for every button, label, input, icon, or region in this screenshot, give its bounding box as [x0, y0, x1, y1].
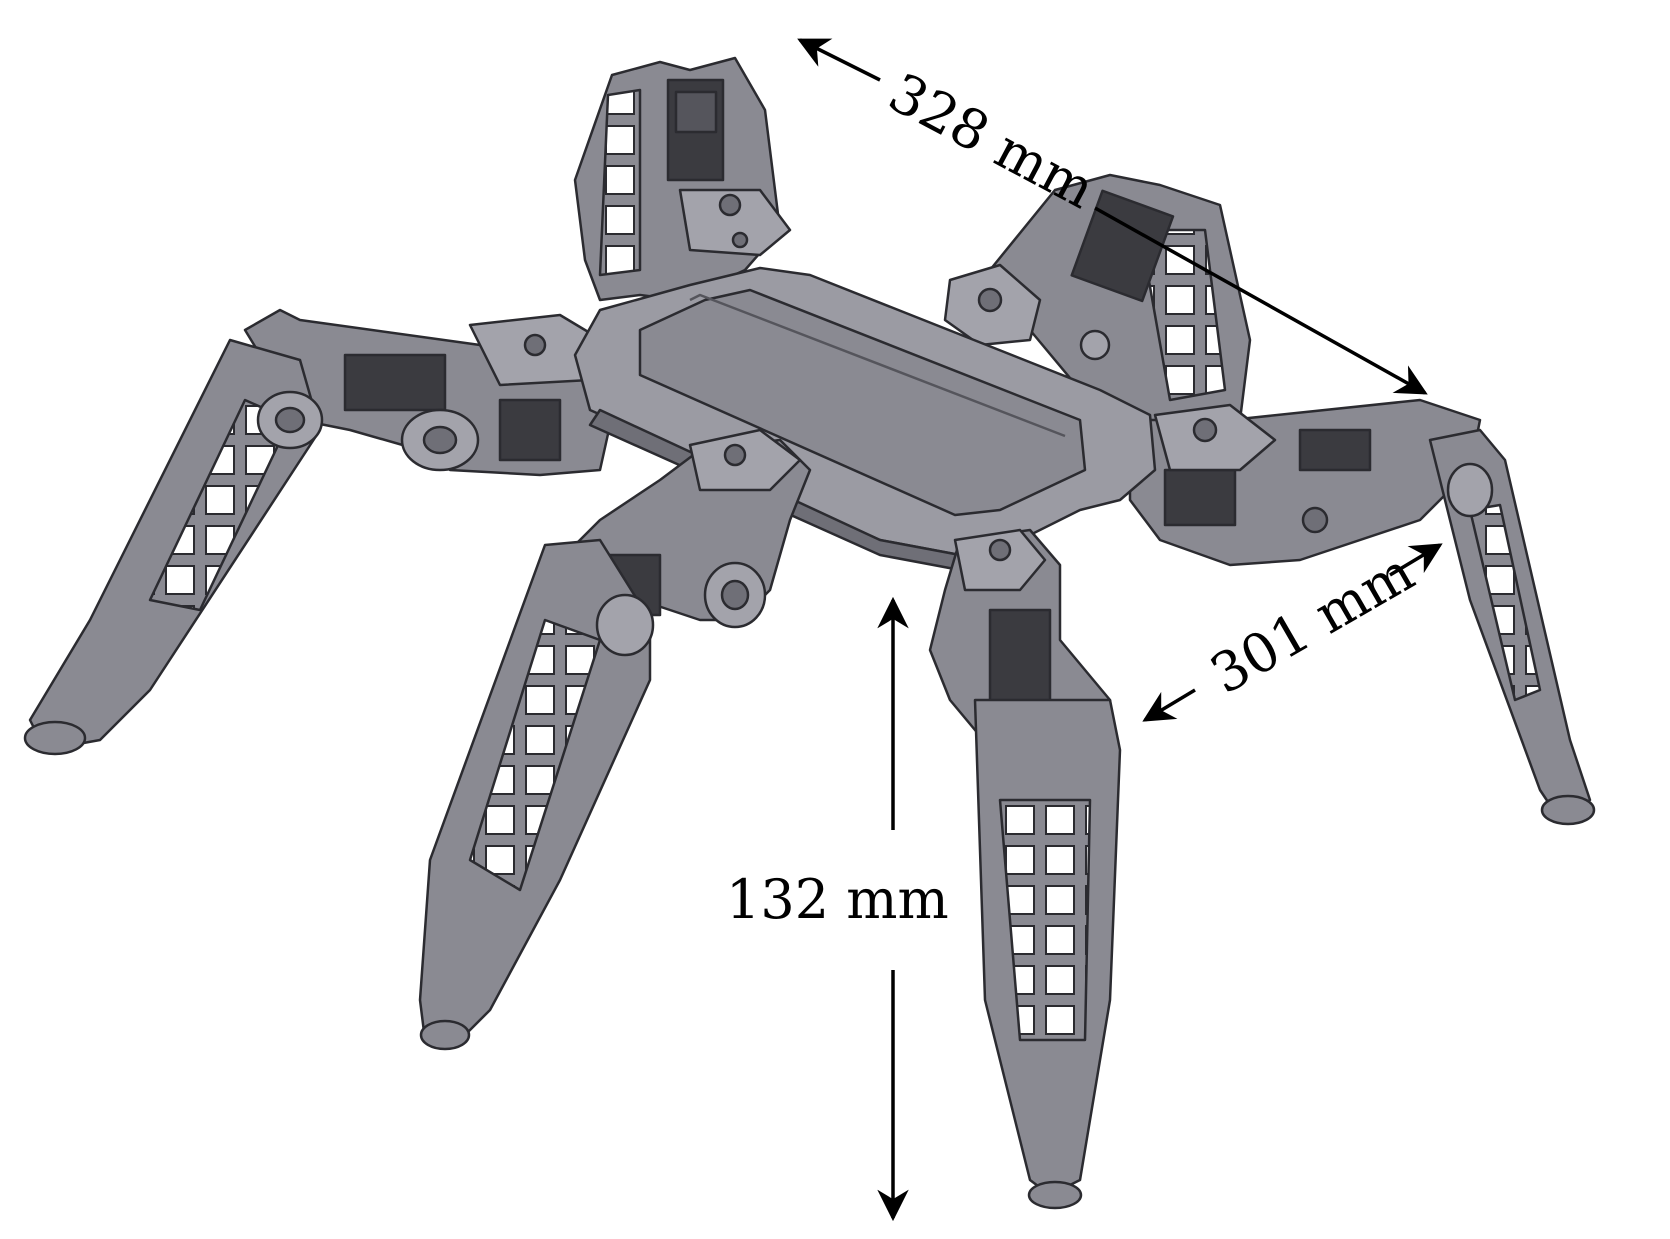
dimension-annotations — [797, 38, 1443, 1222]
width-arrow-top — [1389, 543, 1443, 577]
body-plate — [573, 266, 1157, 572]
leg-middle-left — [23, 308, 622, 756]
height-dimension-label: 132 mm — [726, 868, 949, 931]
hexapod-robot — [23, 56, 1596, 1210]
width-arrow-bottom — [1142, 688, 1196, 722]
leg-front-right — [928, 528, 1122, 1210]
length-dimension-label: 328 mm — [879, 61, 1105, 221]
leg-front-left — [418, 428, 812, 1051]
length-arrow-right — [1094, 206, 1428, 395]
leg-back-left — [573, 56, 792, 302]
length-arrow-left — [797, 38, 881, 82]
leg-back-right — [943, 173, 1252, 432]
leg-middle-right — [1128, 398, 1596, 826]
